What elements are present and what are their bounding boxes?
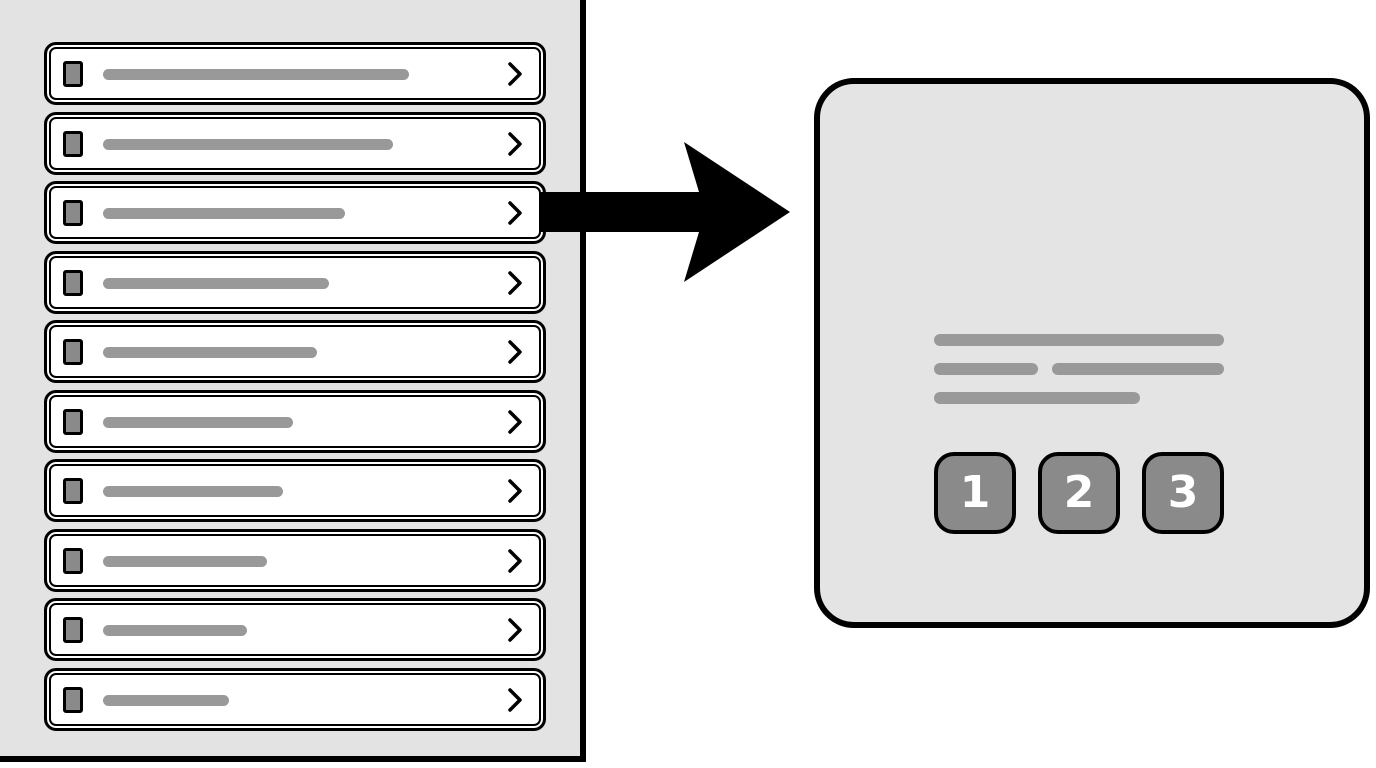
text-placeholder-bar — [103, 625, 247, 636]
square-icon — [63, 686, 83, 713]
text-placeholder-bar — [103, 347, 317, 358]
list-item[interactable] — [44, 42, 546, 105]
chevron-right-icon — [508, 548, 522, 573]
list-item[interactable] — [44, 111, 546, 175]
text-placeholder-bar — [103, 486, 283, 497]
chevron-right-icon — [508, 409, 522, 434]
arrow-right-icon — [540, 142, 790, 282]
chevron-right-icon — [508, 131, 522, 156]
list-item[interactable] — [44, 598, 546, 661]
chevron-right-icon — [508, 201, 522, 225]
chevron-right-icon — [508, 340, 522, 364]
chevron-right-icon — [508, 479, 522, 503]
list-item[interactable] — [44, 528, 546, 592]
square-icon — [63, 269, 83, 296]
list-item[interactable] — [44, 389, 546, 453]
detail-card: 1 2 3 — [814, 78, 1370, 628]
chevron-right-icon — [508, 270, 522, 295]
square-icon — [63, 200, 83, 226]
square-icon — [63, 408, 83, 435]
text-placeholder-bar — [103, 694, 229, 706]
text-placeholder-line — [934, 392, 1140, 404]
text-placeholder-bar — [103, 277, 329, 289]
chevron-right-icon — [508, 687, 522, 712]
list-item[interactable] — [44, 250, 546, 314]
step-3-button[interactable]: 3 — [1142, 452, 1224, 534]
text-placeholder-bar — [103, 69, 409, 80]
step-2-button[interactable]: 2 — [1038, 452, 1120, 534]
square-icon — [63, 617, 83, 643]
list-item[interactable] — [44, 667, 546, 731]
square-icon — [63, 547, 83, 574]
text-placeholder-bar — [103, 138, 393, 150]
step-1-button[interactable]: 1 — [934, 452, 1016, 534]
square-icon — [63, 478, 83, 504]
text-placeholder-line — [934, 363, 1038, 375]
chevron-right-icon — [508, 62, 522, 86]
square-icon — [63, 339, 83, 365]
text-placeholder-bar — [103, 555, 267, 567]
text-placeholder-bar — [103, 208, 345, 219]
chevron-right-icon — [508, 618, 522, 642]
item-list — [44, 42, 546, 737]
text-placeholder-line — [934, 334, 1224, 346]
list-item[interactable] — [44, 320, 546, 383]
list-item-selected[interactable] — [44, 181, 546, 244]
text-placeholder-line — [1052, 363, 1224, 375]
list-panel — [0, 0, 586, 762]
list-item[interactable] — [44, 459, 546, 522]
text-placeholder-bar — [103, 416, 293, 428]
square-icon — [63, 61, 83, 87]
square-icon — [63, 130, 83, 157]
